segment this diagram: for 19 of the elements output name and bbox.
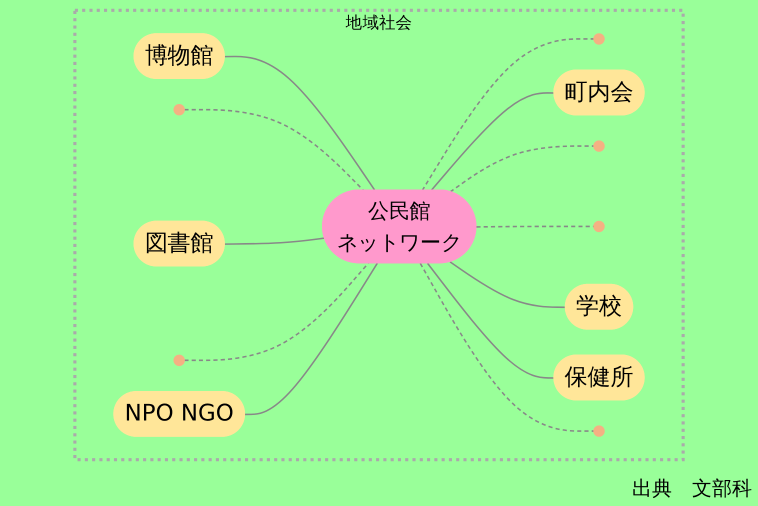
- connector: [224, 237, 325, 245]
- connector: [430, 92, 554, 192]
- source-note: 出典 文部科: [632, 475, 752, 502]
- connector: [450, 261, 566, 308]
- connector: [422, 38, 594, 191]
- connector: [184, 262, 369, 362]
- connector: [427, 262, 554, 379]
- connector: [224, 56, 376, 191]
- node-circle: [173, 104, 185, 116]
- node-circle: [593, 140, 605, 152]
- node-circle: [593, 33, 605, 45]
- node-circle: [593, 425, 605, 437]
- node-circle: [593, 220, 605, 232]
- connector: [420, 262, 594, 432]
- connector: [476, 226, 594, 228]
- node-circle: [173, 354, 185, 366]
- connector: [450, 145, 594, 193]
- connector: [184, 108, 364, 192]
- connector: [245, 262, 378, 416]
